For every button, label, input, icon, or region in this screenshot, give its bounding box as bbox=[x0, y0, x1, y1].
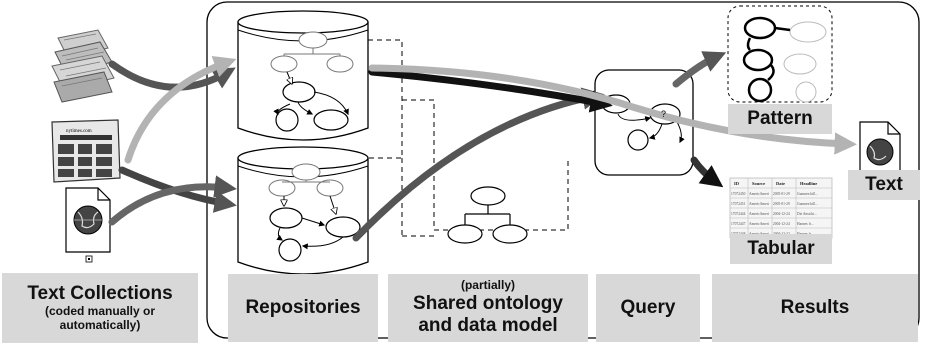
flow-arrows bbox=[108, 51, 857, 242]
table-cell: Hannes fr... bbox=[797, 222, 814, 226]
results-title: Results bbox=[780, 297, 850, 319]
table-cell: 17072444 bbox=[731, 212, 746, 216]
text-collections-sub1: (coded manually or bbox=[44, 304, 156, 319]
table-header-cell: Date bbox=[776, 181, 785, 186]
table-cell: 17072451 bbox=[731, 202, 746, 206]
newspaper-masthead: nytimes.com bbox=[66, 129, 92, 134]
repository-top bbox=[237, 10, 369, 141]
table-cell: 17072450 bbox=[731, 192, 746, 196]
results-label: Results bbox=[712, 274, 918, 342]
text-collections-title: Text Collections bbox=[27, 283, 173, 305]
text-collections-sub2: automatically) bbox=[59, 317, 141, 332]
pattern-result bbox=[727, 5, 833, 103]
shared-ontology-tree bbox=[447, 186, 528, 244]
table-cell: Gunmen kill... bbox=[797, 192, 818, 196]
shared-ontology-line2: and data model bbox=[418, 314, 558, 336]
newspaper-stack-icon bbox=[51, 29, 115, 103]
repositories-label: Repositories bbox=[228, 274, 378, 342]
table-cell: 2004-12-24 bbox=[773, 222, 790, 226]
table-header-cell: Headline bbox=[800, 181, 817, 186]
shared-ontology-label: (partially) Shared ontology and data mod… bbox=[388, 274, 588, 342]
table-cell: AmericAmeri bbox=[749, 222, 769, 226]
shared-ontology-prefix: (partially) bbox=[460, 278, 515, 293]
table-cell: 17072447 bbox=[731, 222, 746, 226]
newspaper-icon bbox=[51, 119, 121, 183]
repository-bottom bbox=[237, 146, 369, 275]
query-label: Query bbox=[596, 274, 700, 342]
text-label: Text bbox=[848, 170, 920, 200]
pattern-label: Pattern bbox=[728, 104, 832, 134]
table-cell: AmericAmeri bbox=[749, 202, 769, 206]
query-title: Query bbox=[620, 297, 676, 319]
table-cell: AmericAmeri bbox=[749, 212, 769, 216]
table-header-cell: ID bbox=[734, 181, 740, 186]
shared-ontology-line1: Shared ontology bbox=[413, 293, 563, 315]
tabular-label: Tabular bbox=[730, 234, 832, 264]
document-globe-icon bbox=[65, 187, 111, 263]
table-header-cell: Source bbox=[752, 181, 765, 186]
table-cell: Die Ansicht... bbox=[797, 212, 817, 216]
table-cell: 2005-01-29 bbox=[773, 202, 790, 206]
table-cell: AmericAmeri bbox=[749, 192, 769, 196]
table-cell: Gunmen kill... bbox=[797, 202, 818, 206]
table-cell: 2005-01-29 bbox=[773, 192, 790, 196]
text-collections-label: Text Collections (coded manually or auto… bbox=[2, 273, 198, 343]
repositories-title: Repositories bbox=[245, 297, 361, 319]
table-cell: 2004-12-24 bbox=[773, 212, 790, 216]
query-unknown-node: ? bbox=[661, 109, 666, 119]
text-result-document bbox=[859, 121, 901, 179]
